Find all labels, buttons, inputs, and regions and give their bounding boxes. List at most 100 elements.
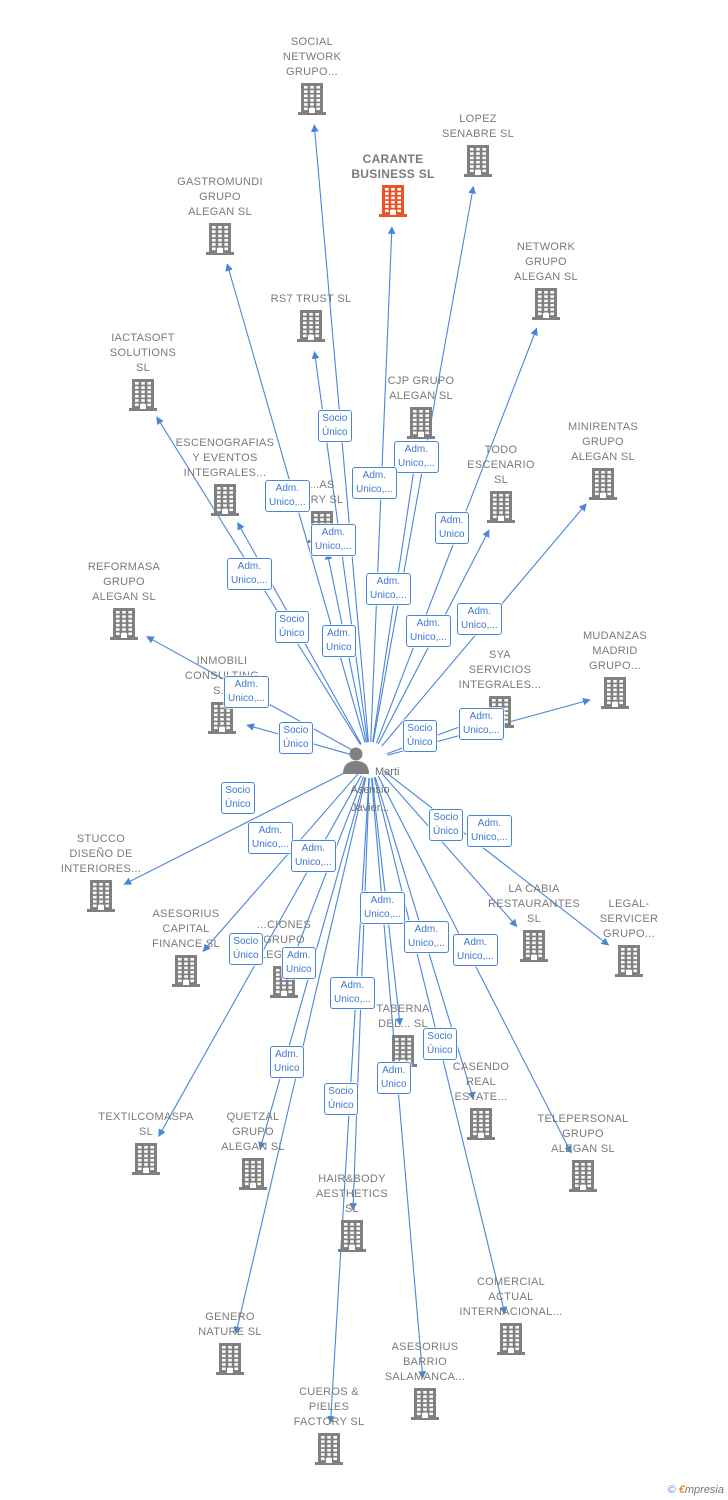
- company-node-minirentas[interactable]: MINIRENTAS GRUPO ALEGAN SL: [548, 420, 658, 501]
- relation-badge[interactable]: Adm. Unico,...: [291, 840, 336, 872]
- company-node-iactasoft[interactable]: IACTASOFT SOLUTIONS SL: [88, 331, 198, 412]
- company-node-lopez[interactable]: LOPEZ SENABRE SL: [423, 112, 533, 178]
- company-label: TODO ESCENARIO SL: [467, 444, 535, 486]
- company-label: CASENDO REAL ESTATE...: [452, 1061, 510, 1103]
- relation-badge[interactable]: Adm. Unico: [270, 1046, 304, 1078]
- relation-badge[interactable]: Socio Único: [318, 410, 352, 442]
- relation-badge[interactable]: Adm. Unico,...: [404, 921, 449, 953]
- company-label: STUCCO DISEÑO DE INTERIORES...: [60, 833, 142, 875]
- building-icon: [206, 223, 234, 255]
- company-label: NETWORK GRUPO ALEGAN SL: [514, 241, 578, 283]
- building-icon: [589, 468, 617, 500]
- building-icon: [338, 1220, 366, 1252]
- company-label: SYA SERVICIOS INTEGRALES...: [458, 649, 542, 691]
- building-icon: [601, 677, 629, 709]
- company-node-comercial[interactable]: COMERCIAL ACTUAL INTERNACIONAL...: [456, 1275, 566, 1356]
- company-node-cjp[interactable]: CJP GRUPO ALEGAN SL: [366, 374, 476, 440]
- building-icon: [315, 1433, 343, 1465]
- company-node-rs7[interactable]: RS7 TRUST SL: [256, 292, 366, 343]
- relation-badge[interactable]: Adm. Unico,...: [330, 977, 375, 1009]
- relation-badge[interactable]: Socio Único: [229, 933, 263, 965]
- building-icon: [239, 1158, 267, 1190]
- company-node-gastromundi[interactable]: GASTROMUNDI GRUPO ALEGAN SL: [165, 175, 275, 256]
- company-label: LOPEZ SENABRE SL: [441, 113, 515, 140]
- company-node-escenografias[interactable]: ESCENOGRAFIAS Y EVENTOS INTEGRALES...: [170, 436, 280, 517]
- company-label: SOCIAL NETWORK GRUPO...: [282, 36, 342, 78]
- relation-badge[interactable]: Socio Único: [221, 782, 255, 814]
- relation-badge[interactable]: Socio Único: [279, 722, 313, 754]
- company-node-asesorius_capital[interactable]: ASESORIUS CAPITAL FINANCE SL: [131, 907, 241, 988]
- building-icon: [497, 1323, 525, 1355]
- company-node-textilcomaspa[interactable]: TEXTILCOMASPA SL: [91, 1110, 201, 1176]
- relation-badge[interactable]: Adm. Unico,...: [352, 467, 397, 499]
- company-node-hairbody[interactable]: HAIR&BODY AESTHETICS SL: [297, 1172, 407, 1253]
- relation-badge[interactable]: Adm. Unico,...: [227, 558, 272, 590]
- relation-badge[interactable]: Adm. Unico,...: [224, 676, 269, 708]
- relation-badge[interactable]: Adm. Unico,...: [457, 603, 502, 635]
- building-icon: [520, 930, 548, 962]
- relation-badge[interactable]: Adm. Unico,...: [453, 934, 498, 966]
- relation-badge[interactable]: Adm. Unico: [322, 625, 356, 657]
- relation-badge[interactable]: Adm. Unico,...: [459, 708, 504, 740]
- company-node-reformasa[interactable]: REFORMASA GRUPO ALEGAN SL: [69, 560, 179, 641]
- relation-badge[interactable]: Socio Único: [429, 809, 463, 841]
- building-icon: [615, 945, 643, 977]
- relation-badge[interactable]: Adm. Unico: [282, 947, 316, 979]
- building-icon: [411, 1388, 439, 1420]
- copyright-symbol: ©: [667, 1484, 676, 1496]
- company-node-casendo[interactable]: CASENDO REAL ESTATE...: [426, 1060, 536, 1141]
- brand-logo-e: €: [678, 1484, 685, 1496]
- relation-badge[interactable]: Adm. Unico: [377, 1062, 411, 1094]
- company-label: GENERO NATURE SL: [198, 1311, 262, 1338]
- company-label: ESCENOGRAFIAS Y EVENTOS INTEGRALES...: [175, 437, 275, 479]
- company-node-network[interactable]: NETWORK GRUPO ALEGAN SL: [491, 240, 601, 321]
- company-node-taberna[interactable]: TABERNA DEL... SL: [348, 1002, 458, 1068]
- relation-badge[interactable]: Adm. Unico,...: [467, 815, 512, 847]
- company-node-cueros[interactable]: CUEROS & PIELES FACTORY SL: [274, 1385, 384, 1466]
- building-icon: [132, 1143, 160, 1175]
- person-label: Marti Asensio Javier...: [350, 766, 400, 814]
- company-node-quetzal[interactable]: QUETZAL GRUPO ALEGAN SL: [198, 1110, 308, 1191]
- person-node[interactable]: Marti Asensio Javier...: [315, 745, 425, 816]
- company-node-carante[interactable]: CARANTE BUSINESS SL: [338, 152, 448, 218]
- company-label: CJP GRUPO ALEGAN SL: [387, 375, 455, 402]
- company-node-lacabia[interactable]: LA CABIA RESTAURANTES SL: [479, 882, 589, 963]
- relation-badge[interactable]: Adm. Unico,...: [366, 573, 411, 605]
- relation-badge[interactable]: Socio Único: [403, 720, 437, 752]
- building-icon: [211, 484, 239, 516]
- company-label: GASTROMUNDI GRUPO ALEGAN SL: [177, 176, 263, 218]
- company-node-stucco[interactable]: STUCCO DISEÑO DE INTERIORES...: [46, 832, 156, 913]
- building-icon: [298, 83, 326, 115]
- company-node-asesorius_barrio[interactable]: ASESORIUS BARRIO SALAMANCA...: [370, 1340, 480, 1421]
- relation-badge[interactable]: Socio Único: [275, 611, 309, 643]
- building-icon: [129, 379, 157, 411]
- building-icon: [216, 1343, 244, 1375]
- relation-badge[interactable]: Adm. Unico,...: [265, 480, 310, 512]
- relation-badge[interactable]: Adm. Unico,...: [394, 441, 439, 473]
- edge-stucco: [123, 767, 355, 885]
- company-label: TELEPERSONAL GRUPO ALEGAN SL: [537, 1113, 629, 1155]
- footer-brand[interactable]: © €mpresia: [668, 1484, 724, 1496]
- building-icon: [407, 407, 435, 439]
- company-label: QUETZAL GRUPO ALEGAN SL: [221, 1111, 285, 1153]
- company-label: CUEROS & PIELES FACTORY SL: [293, 1386, 365, 1428]
- company-label: HAIR&BODY AESTHETICS SL: [315, 1173, 389, 1215]
- company-node-todo[interactable]: TODO ESCENARIO SL: [446, 443, 556, 524]
- relation-badge[interactable]: Adm. Unico: [435, 512, 469, 544]
- company-node-social[interactable]: SOCIAL NETWORK GRUPO...: [257, 35, 367, 116]
- relation-badge[interactable]: Adm. Unico,...: [360, 892, 405, 924]
- company-node-telepersonal[interactable]: TELEPERSONAL GRUPO ALEGAN SL: [528, 1112, 638, 1193]
- relation-badge[interactable]: Adm. Unico,...: [248, 822, 293, 854]
- company-label: ASESORIUS CAPITAL FINANCE SL: [152, 908, 220, 950]
- company-node-genero[interactable]: GENERO NATURE SL: [175, 1310, 285, 1376]
- building-icon: [467, 1108, 495, 1140]
- relation-badge[interactable]: Adm. Unico,...: [311, 524, 356, 556]
- edge-legal: [383, 770, 610, 946]
- relation-badge[interactable]: Adm. Unico,...: [406, 615, 451, 647]
- relation-badge[interactable]: Socio Único: [423, 1028, 457, 1060]
- relation-badge[interactable]: Socio Único: [324, 1083, 358, 1115]
- company-node-legal[interactable]: LEGAL- SERVICER GRUPO...: [574, 897, 684, 978]
- company-node-mudanzas[interactable]: MUDANZAS MADRID GRUPO...: [560, 629, 670, 710]
- person-icon: [342, 747, 369, 774]
- company-label: REFORMASA GRUPO ALEGAN SL: [87, 561, 161, 603]
